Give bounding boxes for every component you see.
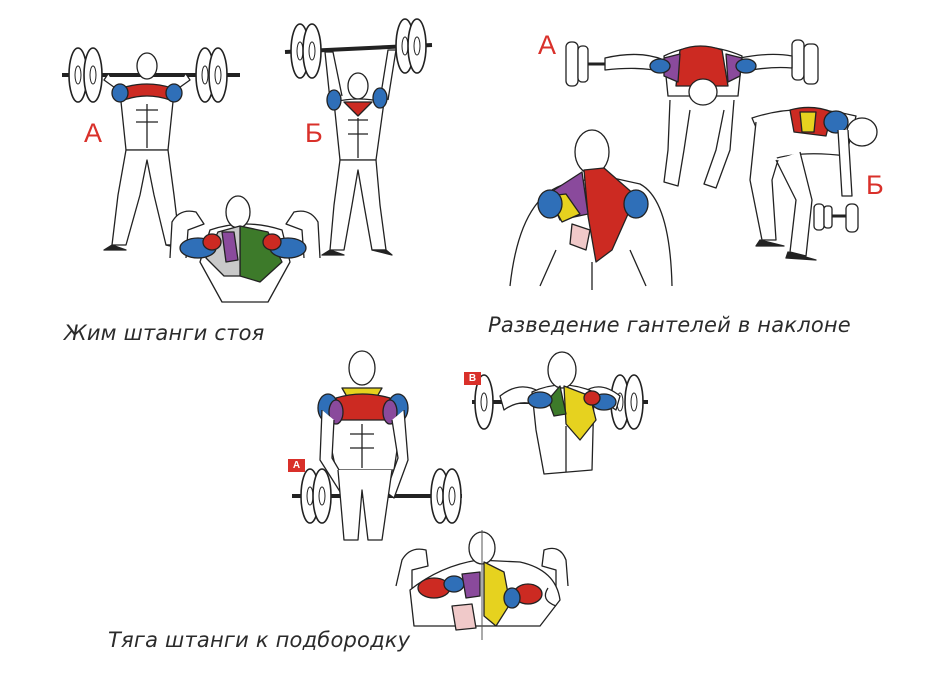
row-variant-b-tag: B — [464, 372, 481, 385]
bent-over-raise-side-figure-icon — [749, 106, 878, 261]
upright-row-back-view-icon — [395, 530, 569, 640]
standing-press-back-view-icon — [169, 195, 321, 303]
row-variant-a-tag: A — [288, 459, 305, 472]
standing-press-figure-b-icon — [284, 18, 433, 256]
upright-row-back-figure-icon — [472, 351, 648, 475]
bent-over-raise-back-view-icon — [509, 129, 673, 290]
caption-standing-press: Жим штанги стоя — [64, 321, 265, 345]
raise-variant-b-label: Б — [866, 170, 884, 200]
upright-row-front-figure-icon — [292, 350, 462, 541]
raise-variant-a-label: А — [538, 30, 557, 60]
press-variant-b-label: Б — [305, 118, 323, 148]
bent-over-raise-front-figure-icon — [565, 39, 819, 189]
press-variant-a-label: А — [84, 118, 103, 148]
caption-upright-row: Тяга штанги к подбородку — [108, 628, 411, 652]
standing-press-figure-a-icon — [62, 47, 240, 251]
caption-bent-over-raise: Разведение гантелей в наклоне — [488, 313, 851, 337]
